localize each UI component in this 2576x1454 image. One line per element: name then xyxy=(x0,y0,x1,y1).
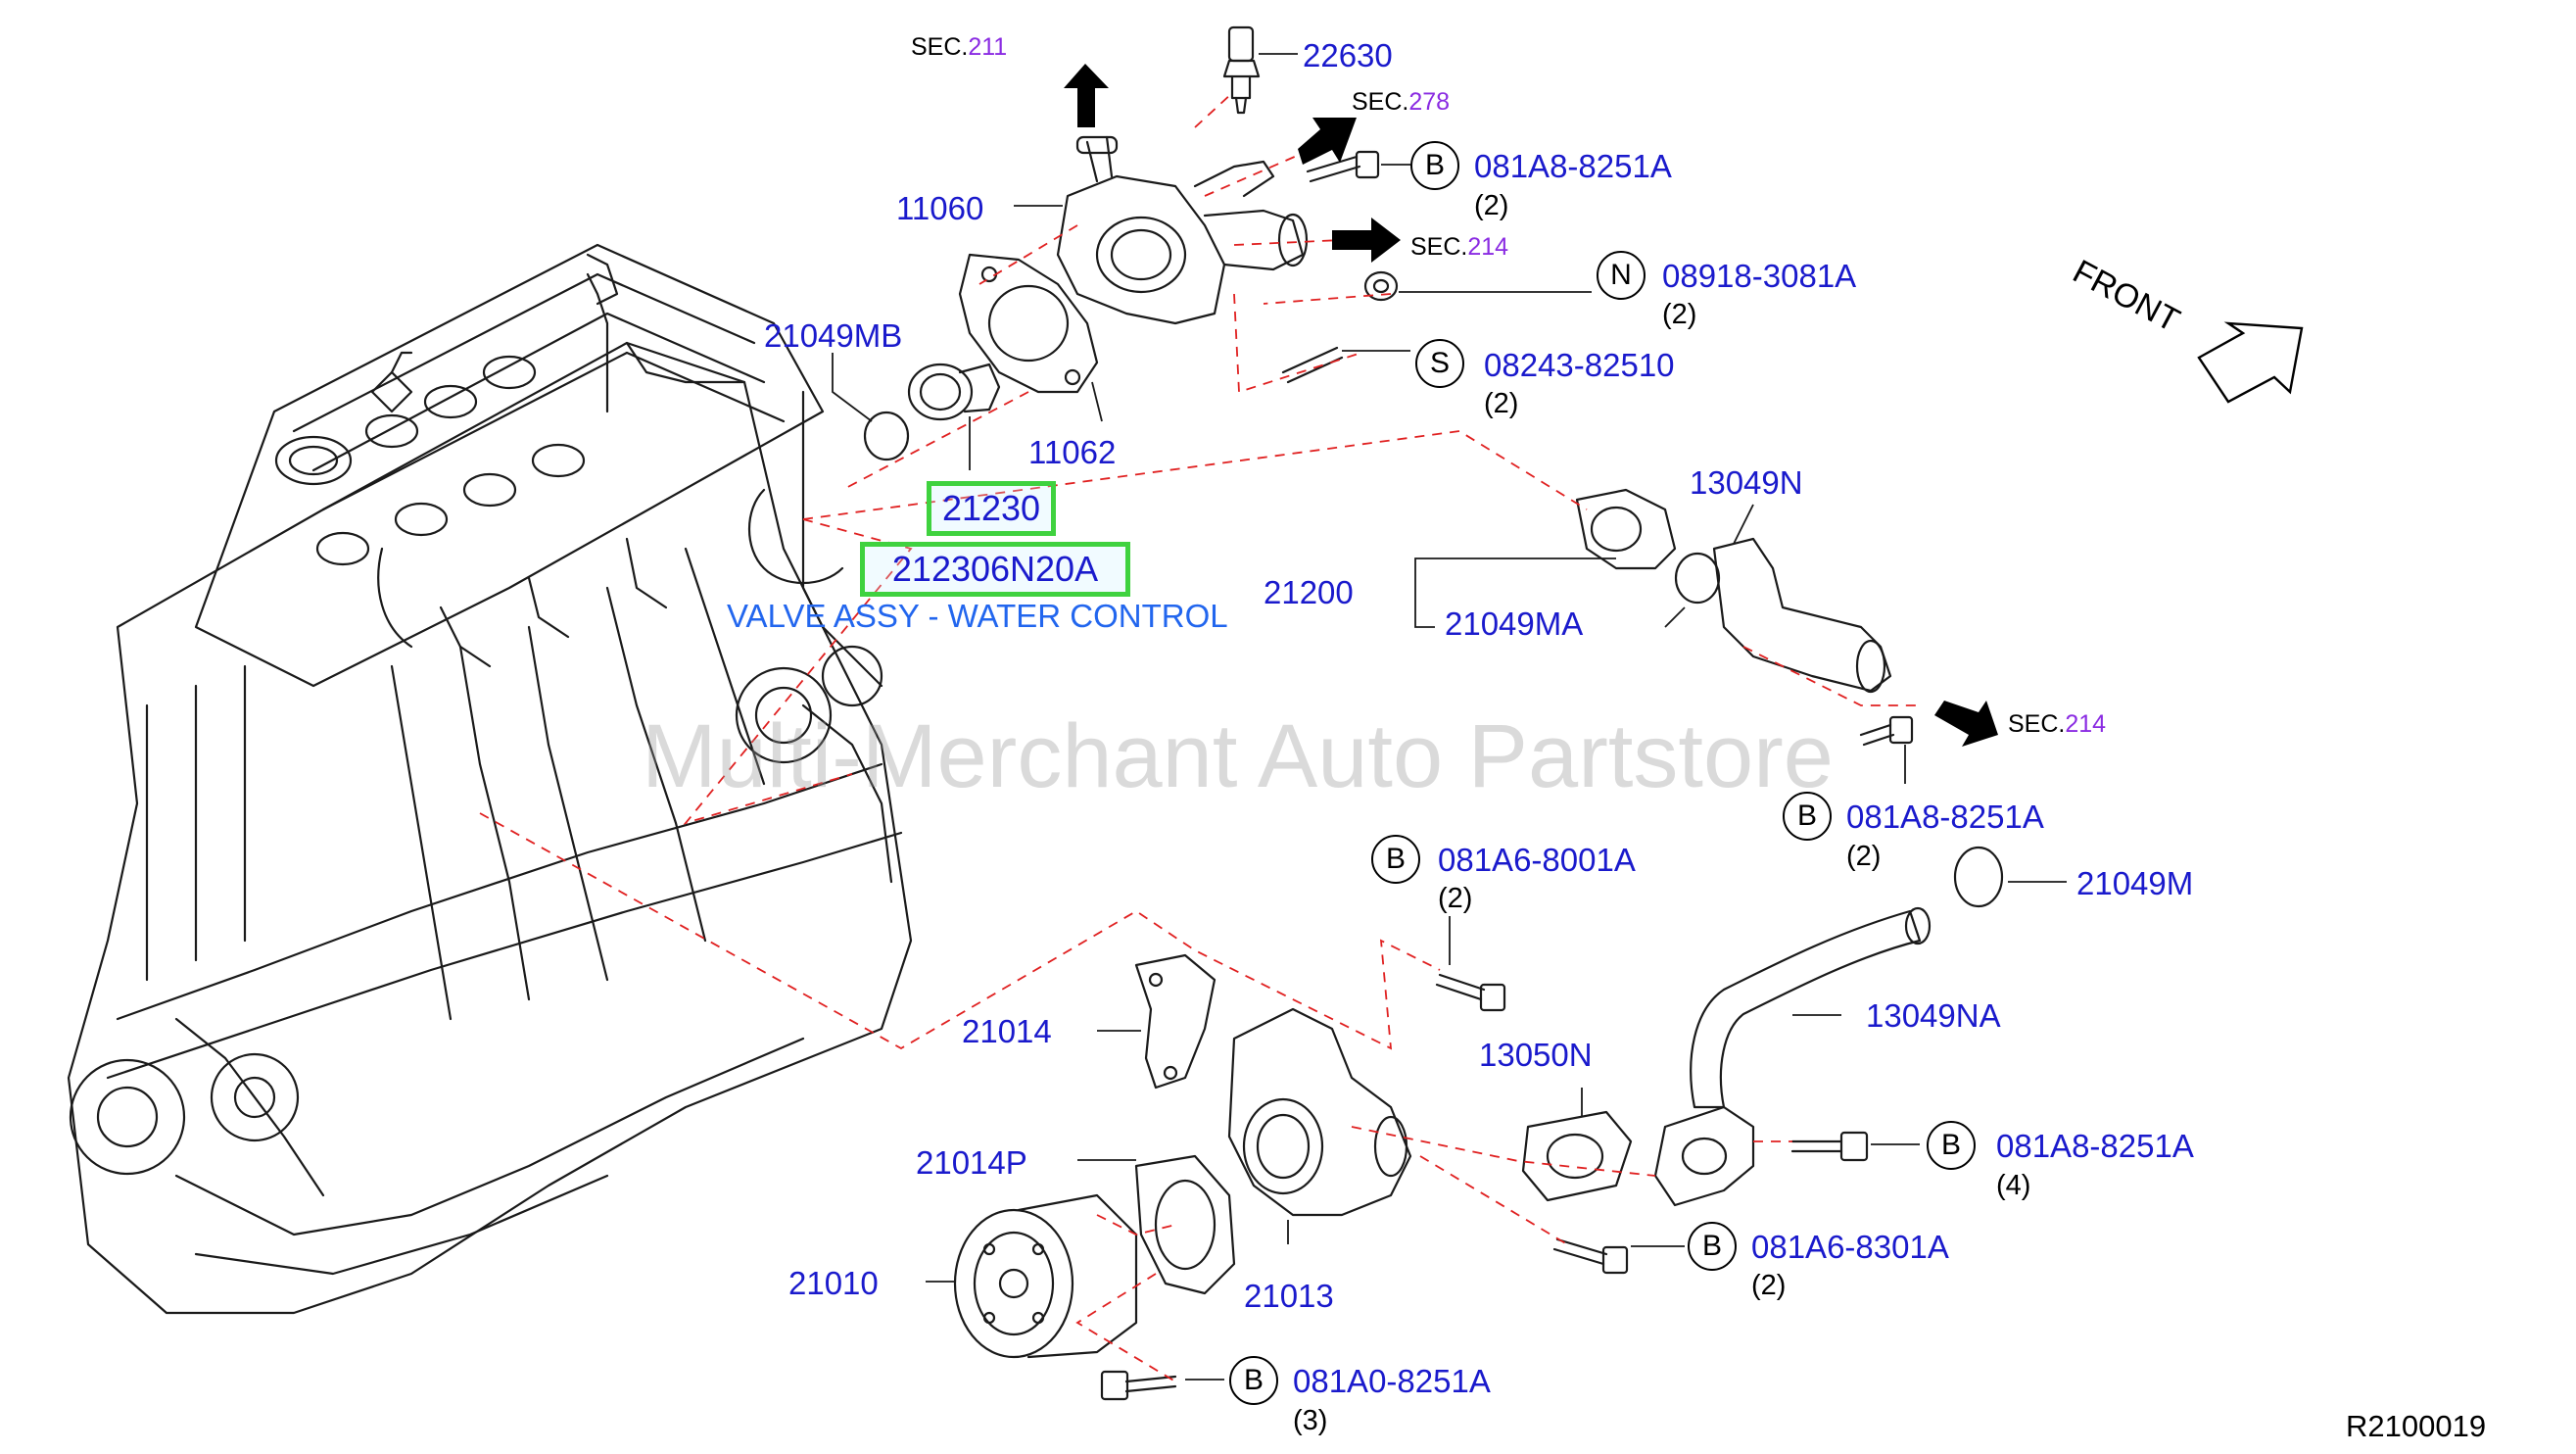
leader-11062 xyxy=(1091,381,1103,422)
part-label-11060[interactable]: 11060 xyxy=(896,190,984,226)
callout-qty-c6: (4) xyxy=(1996,1170,2031,1201)
gasket-21014p-drawing xyxy=(1134,1154,1236,1295)
part-label-21013[interactable]: 21013 xyxy=(1244,1278,1334,1314)
callout-part-c1[interactable]: 081A8-8251A xyxy=(1474,148,1672,184)
sec-278-label: SEC.278 xyxy=(1352,88,1451,116)
callout-letter-c3: S xyxy=(1415,339,1464,388)
sec-214-lower-label: SEC.214 xyxy=(2008,710,2107,738)
thermostat-housing-drawing xyxy=(1056,135,1309,325)
arrow-sec214a xyxy=(1332,218,1401,263)
bolt-upper-drawing xyxy=(1306,150,1380,183)
callout-letter-c1: B xyxy=(1410,141,1459,190)
sec-211-label: SEC.211 xyxy=(911,33,1008,61)
bolt-pipe-drawing xyxy=(1790,1131,1869,1162)
callout-part-c2[interactable]: 08918-3081A xyxy=(1662,258,1857,294)
part-label-11062[interactable]: 11062 xyxy=(1028,434,1117,470)
water-inlet-21013-drawing xyxy=(1227,1007,1412,1217)
arrow-sec214b xyxy=(1934,701,1998,747)
o-ring-21049m-drawing xyxy=(1953,846,2004,908)
callout-letter-c4: B xyxy=(1783,792,1832,841)
callout-qty-c3: (2) xyxy=(1484,388,1519,419)
sec-214-label: SEC.214 xyxy=(1410,233,1509,261)
highlight-part-number[interactable]: 212306N20A xyxy=(860,542,1130,597)
callout-qty-c5: (2) xyxy=(1438,883,1473,914)
part-label-21049mb[interactable]: 21049MB xyxy=(764,317,903,354)
part-label-13049n[interactable]: 13049N xyxy=(1690,464,1803,501)
callout-part-c3[interactable]: 08243-82510 xyxy=(1484,347,1675,383)
highlight-part-label: 21230 xyxy=(941,488,1041,528)
part-label-21049m[interactable]: 21049M xyxy=(2076,865,2194,901)
part-label-21014[interactable]: 21014 xyxy=(962,1013,1052,1049)
callout-part-c7[interactable]: 081A6-8301A xyxy=(1751,1229,1949,1265)
engine-block-drawing xyxy=(67,243,913,1315)
callout-letter-c6: B xyxy=(1927,1121,1976,1170)
watermark: Multi-Merchant Auto Partstore xyxy=(642,706,1834,806)
callout-letter-c5: B xyxy=(1371,835,1420,884)
callout-part-c4[interactable]: 081A8-8251A xyxy=(1846,799,2044,835)
diagram-reference: R2100019 xyxy=(2346,1409,2487,1443)
highlight-part-21230[interactable]: 21230 xyxy=(927,481,1056,536)
o-ring-21049mb-drawing xyxy=(863,411,910,461)
arrow-sec211 xyxy=(1064,64,1109,127)
callout-part-c8[interactable]: 081A0-8251A xyxy=(1293,1363,1491,1399)
nut-upper-drawing xyxy=(1363,270,1399,302)
part-label-21049ma[interactable]: 21049MA xyxy=(1445,606,1584,642)
part-label-22630[interactable]: 22630 xyxy=(1303,37,1393,73)
water-outlet-13049n-drawing xyxy=(1712,537,1892,694)
part-description: VALVE ASSY - WATER CONTROL xyxy=(727,598,1228,634)
front-arrow-icon xyxy=(2197,321,2304,404)
callout-qty-c8: (3) xyxy=(1293,1405,1328,1436)
bolt-21014-drawing xyxy=(1435,973,1506,1012)
gasket-21014-drawing xyxy=(1134,953,1216,1090)
sensor-22630-drawing xyxy=(1222,25,1261,115)
arrow-sec278 xyxy=(1298,118,1357,165)
water-pipe-13049na-drawing xyxy=(1653,906,1932,1207)
part-label-13050n[interactable]: 13050N xyxy=(1479,1037,1593,1073)
part-label-13049na[interactable]: 13049NA xyxy=(1866,997,2001,1034)
callout-qty-c7: (2) xyxy=(1751,1270,1787,1301)
water-pump-21010-drawing xyxy=(953,1193,1138,1359)
stud-upper-drawing xyxy=(1281,346,1344,384)
callout-part-c6[interactable]: 081A8-8251A xyxy=(1996,1128,2194,1164)
bolt-mid-drawing xyxy=(1859,715,1914,747)
callout-part-c5[interactable]: 081A6-8001A xyxy=(1438,842,1636,878)
callout-letter-c8: B xyxy=(1229,1356,1278,1405)
highlight-part-number-label: 212306N20A xyxy=(891,549,1099,589)
callout-letter-c2: N xyxy=(1597,251,1646,300)
part-label-21014p[interactable]: 21014P xyxy=(916,1144,1027,1181)
part-label-21200[interactable]: 21200 xyxy=(1264,574,1354,610)
callout-qty-c4: (2) xyxy=(1846,841,1882,872)
thermostat-21200-drawing xyxy=(1575,488,1721,605)
part-label-21010[interactable]: 21010 xyxy=(788,1265,879,1301)
callout-qty-c2: (2) xyxy=(1662,299,1697,330)
callout-qty-c1: (2) xyxy=(1474,190,1509,221)
gasket-13050n-drawing xyxy=(1521,1110,1633,1202)
callout-letter-c7: B xyxy=(1688,1222,1737,1271)
leader-21049mb xyxy=(832,353,873,422)
gasket-11062-drawing xyxy=(958,253,1099,394)
thermostat-21230-drawing xyxy=(907,363,1001,421)
leader-21049ma xyxy=(1664,606,1686,628)
bolt-pump-drawing xyxy=(1552,1237,1629,1275)
leader-21200 xyxy=(1414,557,1616,628)
leader-13049n xyxy=(1733,504,1754,545)
